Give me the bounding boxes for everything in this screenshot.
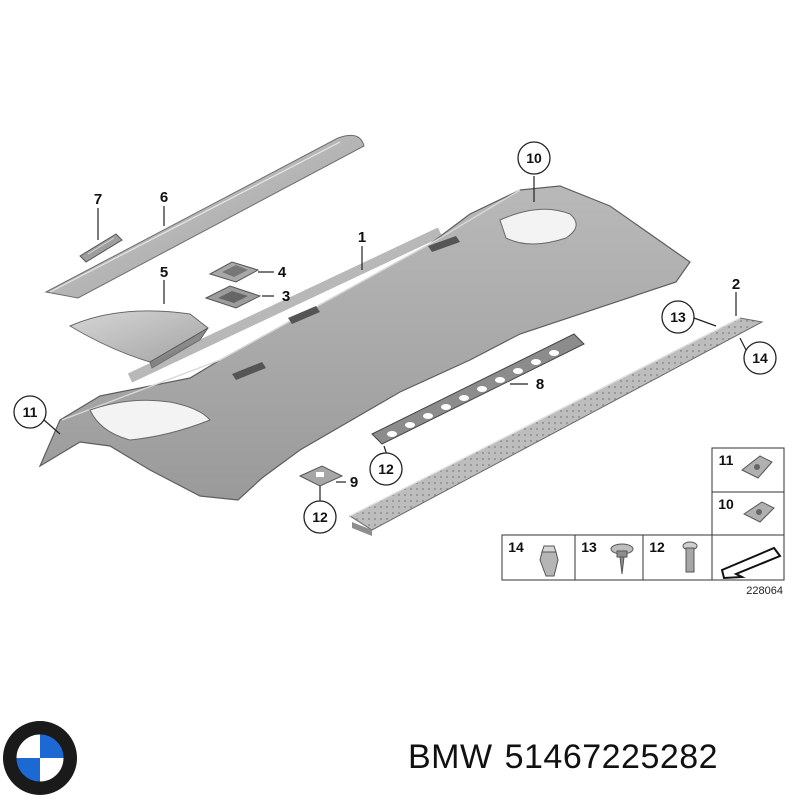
callout-3: 3 bbox=[282, 288, 290, 305]
svg-text:12: 12 bbox=[312, 509, 328, 525]
callout-2: 2 bbox=[732, 276, 740, 293]
callout-12-lower: 12 bbox=[303, 500, 337, 534]
callout-1: 1 bbox=[358, 229, 366, 246]
callout-4: 4 bbox=[278, 264, 287, 281]
table-cell-14: 14 bbox=[508, 539, 524, 555]
callout-10: 10 bbox=[517, 141, 551, 175]
flange-screw-icon bbox=[610, 543, 634, 575]
callout-14: 14 bbox=[743, 341, 777, 375]
callout-7: 7 bbox=[94, 191, 102, 208]
table-cell-10: 10 bbox=[718, 496, 734, 512]
part-2-grille-panel bbox=[348, 317, 764, 536]
callout-8: 8 bbox=[536, 376, 544, 393]
table-cell-11: 11 bbox=[719, 452, 734, 468]
drawing-reference: 228064 bbox=[746, 585, 783, 597]
part-caption: BMW 51467225282 bbox=[408, 738, 730, 777]
part-9-plate bbox=[298, 465, 344, 487]
table-cell-13: 13 bbox=[581, 539, 597, 555]
part-5-speaker-cover bbox=[68, 310, 209, 369]
svg-text:14: 14 bbox=[752, 350, 768, 366]
part-6-trim-strip bbox=[44, 134, 365, 299]
brand-name: BMW bbox=[408, 738, 493, 776]
part-1-parcel-shelf bbox=[38, 185, 691, 501]
arrow-symbol-icon bbox=[720, 546, 782, 580]
part-7-clip bbox=[79, 233, 123, 263]
bolt-icon bbox=[682, 541, 698, 573]
spring-nut-icon-11 bbox=[741, 455, 773, 479]
svg-text:13: 13 bbox=[670, 309, 686, 325]
part-number: 51467225282 bbox=[504, 738, 719, 776]
callout-5: 5 bbox=[160, 264, 168, 281]
part-3-bracket bbox=[204, 285, 262, 309]
part-8-perforated-strip bbox=[371, 333, 585, 445]
svg-text:12: 12 bbox=[378, 461, 394, 477]
callout-12-upper: 12 bbox=[369, 452, 403, 486]
callout-13: 13 bbox=[661, 300, 695, 334]
svg-text:10: 10 bbox=[526, 150, 542, 166]
table-cell-12: 12 bbox=[649, 539, 665, 555]
leader-lines bbox=[43, 176, 747, 502]
callout-11: 11 bbox=[13, 395, 47, 429]
callout-6: 6 bbox=[160, 189, 168, 206]
callout-9: 9 bbox=[350, 474, 358, 491]
expanding-clip-icon bbox=[539, 545, 559, 577]
spring-nut-icon-10 bbox=[743, 501, 775, 523]
svg-text:11: 11 bbox=[23, 404, 38, 420]
fastener-table: 14 13 12 11 10 228064 bbox=[501, 447, 785, 597]
bmw-logo bbox=[3, 721, 77, 795]
part-4-bracket bbox=[208, 261, 260, 283]
